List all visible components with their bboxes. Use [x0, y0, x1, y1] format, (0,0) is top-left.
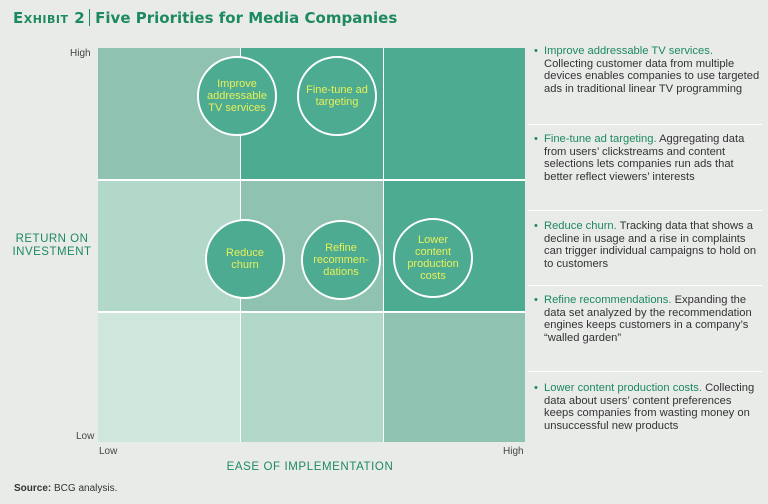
matrix-cell	[98, 313, 240, 442]
bullet-icon: •	[534, 45, 538, 57]
description-divider	[528, 285, 762, 286]
priority-circle: Refine recommen-dations	[301, 220, 381, 300]
priority-circle-label: Reduce churn	[226, 247, 264, 271]
description-divider	[528, 371, 762, 372]
exhibit-label: Exhibit 2	[13, 9, 86, 27]
priority-circle-label: Lower content production costs	[407, 234, 459, 282]
bullet-icon: •	[534, 294, 538, 306]
priority-circle: Fine-tune ad targeting	[297, 56, 377, 136]
priority-circle-label: Fine-tune ad targeting	[306, 84, 368, 108]
x-axis-low-label: Low	[99, 446, 118, 457]
title-text: Five Priorities for Media Companies	[95, 9, 398, 27]
source-note: Source: BCG analysis.	[14, 483, 117, 494]
bullet-icon: •	[534, 382, 538, 394]
y-axis-high-label: High	[70, 48, 91, 59]
y-axis-label: RETURN ON INVESTMENT	[12, 233, 92, 258]
priority-circle-label: Improve addressable TV services	[207, 78, 267, 114]
description-body: Expanding the data set analyzed by the r…	[544, 294, 752, 344]
description-heading: Improve addressable TV services.	[544, 45, 713, 57]
description-text: Reduce churn. Tracking data that shows a…	[544, 220, 762, 270]
priority-matrix: Improve addressable TV services Fine-tune…	[98, 48, 525, 442]
matrix-cell	[384, 48, 525, 179]
description-text: Fine-tune ad targeting. Aggregating data…	[544, 133, 762, 183]
description-divider	[528, 124, 762, 125]
description-body: Tracking data that shows a decline in us…	[544, 220, 757, 270]
bullet-icon: •	[534, 133, 538, 145]
priority-circle: Lower content production costs	[393, 218, 473, 298]
exhibit-title: Exhibit 2 Five Priorities for Media Compa…	[13, 9, 397, 27]
x-axis-label: EASE OF IMPLEMENTATION	[226, 461, 394, 473]
description-divider	[528, 210, 762, 211]
description-heading: Refine recommendations.	[544, 294, 672, 306]
description-text: Refine recommendations. Expanding the da…	[544, 294, 762, 344]
description-body: Collecting data about users’ content pre…	[544, 382, 755, 432]
matrix-gridline	[383, 48, 384, 442]
description-text: Improve addressable TV services. Collect…	[544, 45, 762, 95]
description-body: Aggregating data from users’ clickstream…	[544, 133, 745, 183]
priority-circle-label: Refine recommen-dations	[313, 242, 369, 278]
matrix-cell	[384, 313, 525, 442]
bullet-icon: •	[534, 220, 538, 232]
priority-circle: Reduce churn	[205, 219, 285, 299]
matrix-cell	[241, 313, 383, 442]
title-divider	[89, 9, 91, 26]
source-text: BCG analysis.	[51, 483, 118, 494]
priority-circle: Improve addressable TV services	[197, 56, 277, 136]
source-label: Source:	[14, 483, 52, 494]
description-body: Collecting customer data from multiple d…	[544, 57, 760, 95]
description-heading: Reduce churn.	[544, 220, 617, 232]
description-heading: Lower content production costs.	[544, 382, 702, 394]
matrix-gridline	[98, 311, 525, 313]
description-text: Lower content production costs. Collecti…	[544, 382, 762, 432]
y-axis-low-label: Low	[76, 431, 95, 442]
x-axis-high-label: High	[503, 446, 524, 457]
description-heading: Fine-tune ad targeting.	[544, 133, 657, 145]
matrix-gridline	[98, 179, 525, 181]
